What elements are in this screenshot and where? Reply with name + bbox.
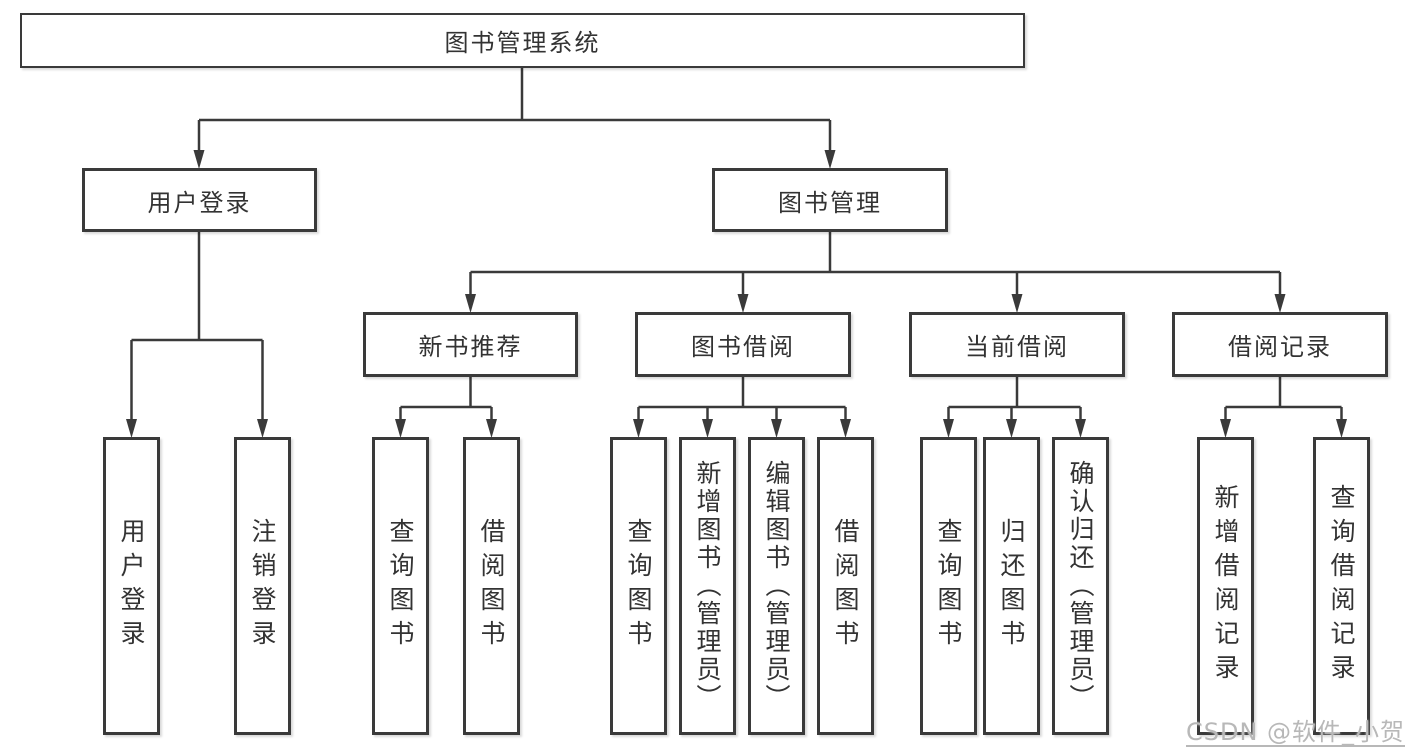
node-new-book-recommendation: 新书推荐 xyxy=(363,312,578,377)
node-label: 用户登录 xyxy=(147,188,252,217)
node-label: 用户登录 xyxy=(117,518,146,654)
leaf-add-books-admin: 新增图书（管理员） xyxy=(679,437,736,735)
leaf-confirm-return-admin: 确认归还（管理员） xyxy=(1052,437,1109,735)
leaf-user-login: 用户登录 xyxy=(103,437,160,735)
node-label: 归还图书 xyxy=(997,518,1026,654)
node-label: 借阅图书 xyxy=(831,518,860,654)
leaf-add-borrow-record: 新增借阅记录 xyxy=(1197,437,1254,735)
node-current-borrowing: 当前借阅 xyxy=(909,312,1125,377)
node-label: 查询图书 xyxy=(934,518,963,654)
node-book-management: 图书管理 xyxy=(712,168,948,232)
leaf-query-books-current: 查询图书 xyxy=(920,437,977,735)
leaf-borrow-books-borrowing: 借阅图书 xyxy=(817,437,874,735)
node-library-management-system: 图书管理系统 xyxy=(20,13,1025,68)
node-label: 当前借阅 xyxy=(965,333,1069,361)
leaf-logout: 注销登录 xyxy=(234,437,291,735)
node-label: 查询借阅记录 xyxy=(1327,484,1356,688)
node-label: 借阅图书 xyxy=(477,518,506,654)
node-label: 新书推荐 xyxy=(418,333,523,361)
node-label: 图书借阅 xyxy=(691,333,795,361)
node-label: 图书管理 xyxy=(778,188,882,217)
leaf-query-borrow-record: 查询借阅记录 xyxy=(1313,437,1370,735)
leaf-edit-books-admin: 编辑图书（管理员） xyxy=(748,437,805,735)
node-borrowing-records: 借阅记录 xyxy=(1172,312,1388,377)
leaf-query-books-recommend: 查询图书 xyxy=(372,437,429,735)
leaf-return-books: 归还图书 xyxy=(983,437,1040,735)
node-label: 新增图书（管理员） xyxy=(693,460,722,712)
node-label: 借阅记录 xyxy=(1228,333,1332,361)
node-label: 查询图书 xyxy=(624,518,653,654)
node-book-borrowing: 图书借阅 xyxy=(635,312,851,377)
node-label: 确认归还（管理员） xyxy=(1066,460,1095,712)
leaf-query-books-borrowing: 查询图书 xyxy=(610,437,667,735)
node-label: 查询图书 xyxy=(386,518,415,654)
node-label: 图书管理系统 xyxy=(444,29,601,57)
node-label: 注销登录 xyxy=(248,518,277,654)
leaf-borrow-books-recommend: 借阅图书 xyxy=(463,437,520,735)
node-user-login: 用户登录 xyxy=(82,168,317,232)
watermark: CSDN @软件_小贺同学 xyxy=(1186,718,1405,746)
node-label: 新增借阅记录 xyxy=(1211,484,1240,688)
node-label: 编辑图书（管理员） xyxy=(762,460,791,712)
